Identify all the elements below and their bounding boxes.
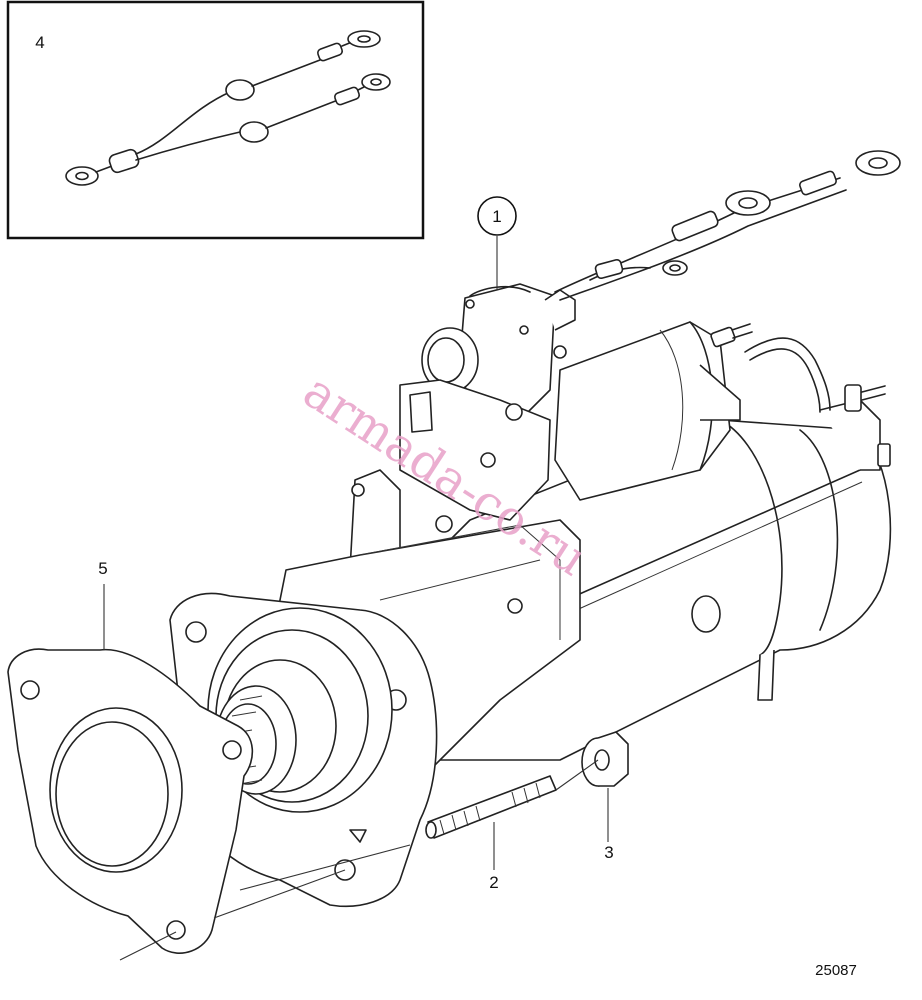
gasket <box>7 648 254 954</box>
starter-motor <box>169 150 901 908</box>
label-1: 1 <box>492 207 501 226</box>
flange-nut <box>581 731 629 787</box>
label-4: 4 <box>35 33 44 52</box>
inset-box <box>6 0 425 240</box>
cable-harness-inset <box>65 30 391 186</box>
label-3: 3 <box>604 843 613 862</box>
leader-lines <box>103 236 609 961</box>
stud <box>425 775 557 839</box>
label-5: 5 <box>98 559 107 578</box>
callout-circle-1 <box>477 196 517 236</box>
drawing-number: 25087 <box>815 962 857 979</box>
label-2: 2 <box>489 873 498 892</box>
